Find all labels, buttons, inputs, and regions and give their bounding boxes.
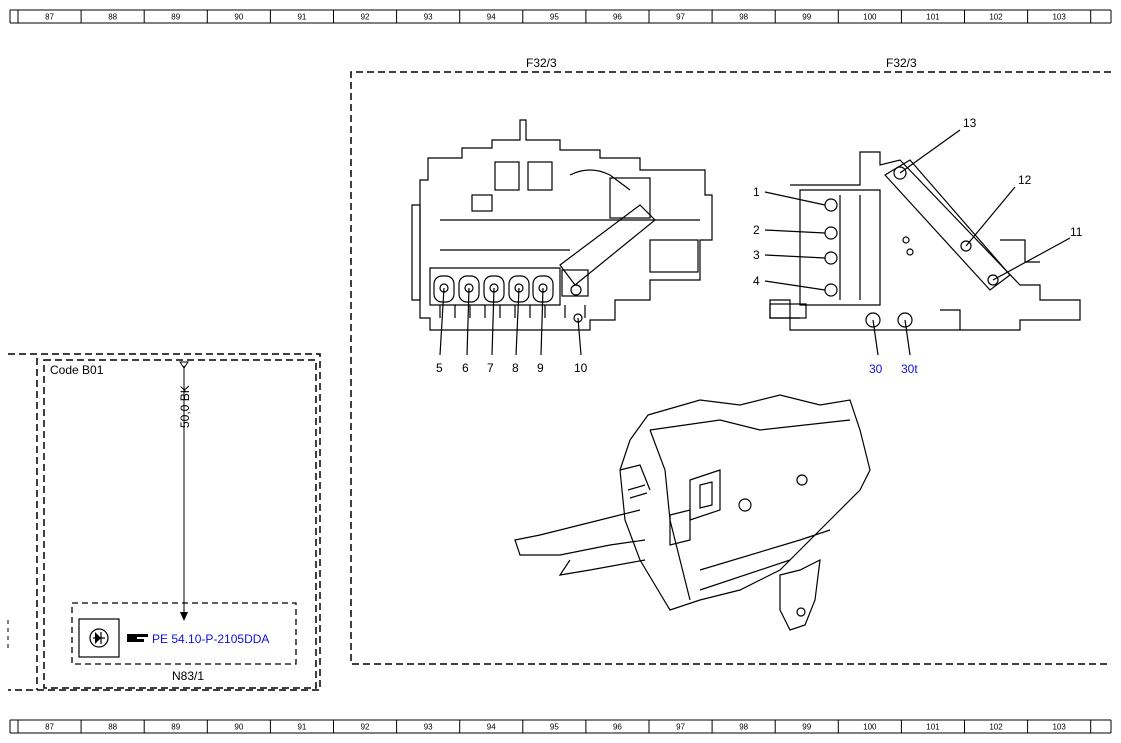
module-label: N83/1 <box>172 669 204 683</box>
fuse-pin-labels-right: 1 2 3 4 13 12 11 30 30t <box>753 116 1083 376</box>
ruler-column-label: 88 <box>108 13 117 22</box>
fuse-box-title-right: F32/3 <box>886 56 917 70</box>
fuse-box-front-view <box>411 119 713 331</box>
ruler-column-label: 91 <box>297 13 306 22</box>
pin-label: 8 <box>512 361 519 375</box>
fuse-pin-leaders-right <box>764 129 1071 356</box>
ruler-column-label: 95 <box>550 13 559 22</box>
ruler-column-label: 93 <box>424 13 433 22</box>
ruler-column-label: 87 <box>45 13 54 22</box>
ruler-column-label: 88 <box>108 723 117 732</box>
pin-label: 5 <box>436 361 443 375</box>
pin-label: 13 <box>963 116 977 130</box>
ruler-column-label: 102 <box>989 723 1003 732</box>
column-ruler-bottom: 87 88 89 90 91 92 93 94 95 96 97 98 99 100 101 102 103 <box>9 719 1112 734</box>
ruler-column-label: 97 <box>676 723 685 732</box>
f32-3-box: F32/3 F32/3 <box>350 56 1111 665</box>
pin-label: 7 <box>487 361 494 375</box>
ruler-column-label: 89 <box>171 723 180 732</box>
ruler-column-label: 89 <box>171 13 180 22</box>
ruler-column-label: 102 <box>989 13 1003 22</box>
diode-symbol-icon <box>78 618 120 658</box>
ruler-column-label: 103 <box>1052 13 1066 22</box>
pin-label: 12 <box>1018 173 1032 187</box>
pin-label: 2 <box>753 223 760 237</box>
terminal-label: 30t <box>901 362 918 376</box>
code-label: Code B01 <box>50 363 104 377</box>
pin-label: 1 <box>753 185 760 199</box>
ruler-column-label: 99 <box>802 13 811 22</box>
ruler-column-label: 101 <box>926 13 940 22</box>
reference-link[interactable]: PE 54.10-P-2105DDA <box>152 632 269 646</box>
diode-symbol-glyph <box>89 628 109 648</box>
ruler-column-label: 92 <box>361 723 370 732</box>
ruler-column-label: 96 <box>613 723 622 732</box>
wire-label: 50,0 BK <box>178 385 192 428</box>
ruler-column-label: 100 <box>863 13 877 22</box>
terminal-label: 30 <box>869 362 883 376</box>
ruler-column-label: 97 <box>676 13 685 22</box>
ruler-column-label: 98 <box>739 723 748 732</box>
pin-label: 6 <box>462 361 469 375</box>
fuse-box-rear-view <box>769 151 1081 331</box>
ruler-column-label: 94 <box>487 13 496 22</box>
ruler-column-label: 95 <box>550 723 559 732</box>
ruler-column-label: 90 <box>234 13 243 22</box>
hand-pointer-icon <box>127 634 148 642</box>
code-b01-box: Code B01 50,0 BK PE 54.10-P-2105DDA N83/… <box>7 353 321 691</box>
fuse-pin-leaders-left <box>439 287 582 356</box>
pin-label: 4 <box>753 274 760 288</box>
ruler-column-label: 93 <box>424 723 433 732</box>
ruler-column-label: 91 <box>297 723 306 732</box>
fuse-box-isometric-view <box>514 394 871 631</box>
ruler-column-label: 98 <box>739 13 748 22</box>
ruler-column-label: 87 <box>45 723 54 732</box>
ruler-bottom-cells: 87 88 89 90 91 92 93 94 95 96 97 98 99 100 101 102 103 <box>9 719 1112 734</box>
ruler-column-label: 99 <box>802 723 811 732</box>
fuse-box-title-left: F32/3 <box>526 56 557 70</box>
ruler-column-label: 96 <box>613 13 622 22</box>
ruler-column-label: 101 <box>926 723 940 732</box>
pin-label: 9 <box>537 361 544 375</box>
fuse-pin-labels-left: 5 6 7 8 9 10 <box>436 361 588 375</box>
module-box <box>71 602 297 665</box>
ruler-column-label: 90 <box>234 723 243 732</box>
ruler-column-label: 94 <box>487 723 496 732</box>
pin-label: 11 <box>1070 225 1083 239</box>
ruler-column-label: 103 <box>1052 723 1066 732</box>
ruler-column-label: 100 <box>863 723 877 732</box>
ruler-column-label: 92 <box>361 13 370 22</box>
ruler-top-cells: 87 88 89 90 91 92 93 94 95 96 97 98 99 100 101 102 103 <box>9 9 1112 24</box>
column-ruler-top: 87 88 89 90 91 92 93 94 95 96 97 98 99 100 101 102 103 <box>9 9 1112 24</box>
pin-label: 10 <box>574 361 588 375</box>
pin-label: 3 <box>753 248 760 262</box>
